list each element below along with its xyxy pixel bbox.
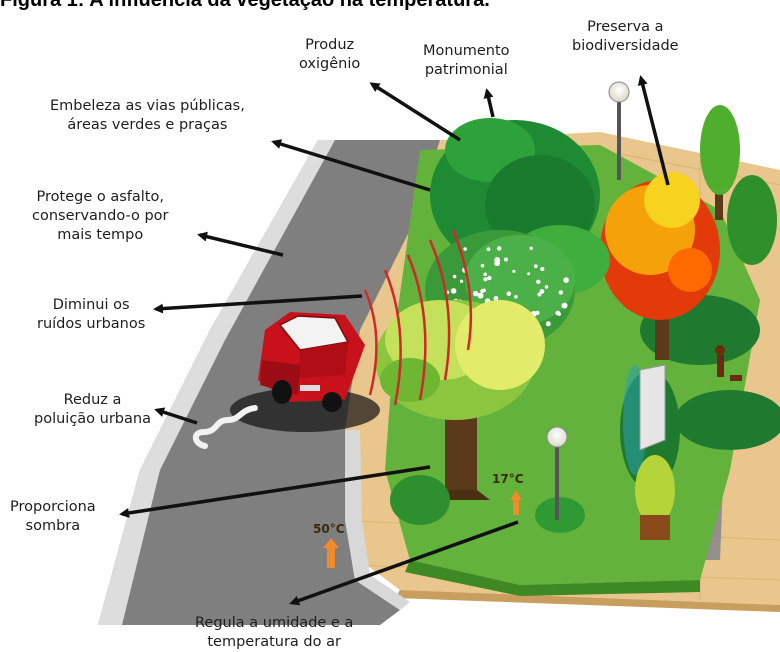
label-humidity-line-1: Regula a umidade e a (195, 614, 353, 633)
blossom (535, 311, 539, 315)
blossom (527, 272, 530, 275)
blossom (557, 312, 561, 316)
blossom (546, 321, 551, 326)
label-asphalt: Protege o asfalto, conservando-o por mai… (32, 188, 169, 245)
label-oxygen: Produz oxigênio (299, 36, 360, 74)
label-biodiversity-line-2: biodiversidade (572, 37, 679, 56)
label-biodiversity-line-1: Preserva a (572, 18, 679, 37)
blossom (514, 295, 518, 299)
blossom (545, 285, 549, 289)
label-shade: Proporciona sombra (10, 498, 96, 536)
label-asphalt-line-2: conservando-o por (32, 207, 169, 226)
label-humidity: Regula a umidade e a temperatura do ar (195, 614, 353, 652)
label-asphalt-line-3: mais tempo (32, 226, 169, 245)
label-asphalt-line-1: Protege o asfalto, (32, 188, 169, 207)
label-pollution: Reduz a poluição urbana (34, 391, 151, 429)
blossom (507, 291, 512, 296)
label-noise-line-1: Diminui os (37, 296, 145, 315)
blossom (473, 291, 478, 296)
label-pollution-line-1: Reduz a (34, 391, 151, 410)
blossom (480, 289, 484, 293)
label-oxygen-line-1: Produz (299, 36, 360, 55)
blossom (487, 276, 491, 280)
temperature-street: 50°C (313, 522, 345, 536)
label-shade-line-2: sombra (10, 517, 96, 536)
label-noise: Diminui os ruídos urbanos (37, 296, 145, 334)
blossom (540, 267, 544, 271)
temperature-park: 17°C (492, 472, 524, 486)
blossom (494, 257, 500, 263)
blossom (497, 246, 502, 251)
blossom (483, 273, 487, 277)
blossom (453, 275, 457, 279)
blossom (559, 290, 563, 294)
blossom (504, 258, 508, 262)
label-oxygen-line-2: oxigênio (299, 55, 360, 74)
label-beautify-line-1: Embeleza as vias públicas, (50, 97, 245, 116)
label-beautify: Embeleza as vias públicas, áreas verdes … (50, 97, 245, 135)
label-humidity-line-2: temperatura do ar (195, 633, 353, 652)
blossom (451, 288, 457, 294)
blossom (478, 293, 484, 299)
blossom (536, 280, 540, 284)
blossom (534, 264, 538, 268)
blossom (562, 303, 568, 309)
blossom (540, 289, 545, 294)
blossom (483, 277, 487, 281)
label-pollution-line-2: poluição urbana (34, 410, 151, 429)
blossom (463, 247, 467, 251)
label-shade-line-1: Proporciona (10, 498, 96, 517)
blossom (460, 280, 463, 283)
label-beautify-line-2: áreas verdes e praças (50, 116, 245, 135)
label-monument: Monumento patrimonial (423, 42, 510, 80)
blossom (563, 277, 569, 283)
label-biodiversity: Preserva a biodiversidade (572, 18, 679, 56)
blossom (481, 264, 485, 268)
label-monument-line-1: Monumento (423, 42, 510, 61)
blossom (530, 247, 533, 250)
label-monument-line-2: patrimonial (423, 61, 510, 80)
blossom (512, 270, 515, 273)
label-noise-line-2: ruídos urbanos (37, 315, 145, 334)
blossom (487, 247, 491, 251)
